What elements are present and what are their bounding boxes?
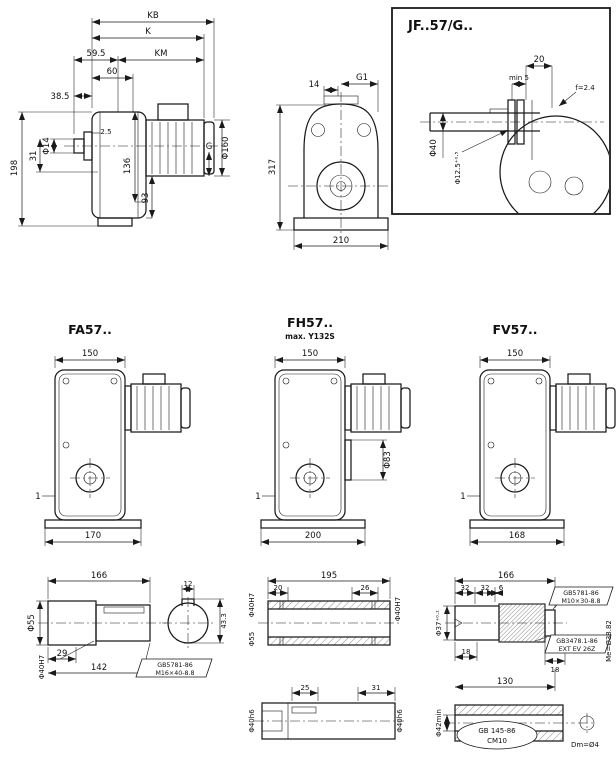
fh-shaft-dim-31: 31 bbox=[372, 684, 381, 692]
dim-phi160: Φ160 bbox=[221, 137, 231, 160]
fh-dim-150: 150 bbox=[302, 349, 318, 359]
fv-stamp-line2: CM10 bbox=[487, 737, 507, 745]
fv-shaft-dim-me: Me=Ø38.82 bbox=[605, 620, 613, 662]
fa-shaft-callout-line2: M16×40-8.8 bbox=[155, 670, 194, 677]
dim-g1: G1 bbox=[356, 73, 368, 83]
jf-geometry bbox=[420, 63, 609, 213]
fa-shaft-dim-phi40h7: Φ40H7 bbox=[38, 655, 46, 679]
dim-14: 14 bbox=[309, 80, 320, 90]
front-view-drawing: 14 G1 317 210 bbox=[268, 73, 394, 250]
fa-shaft-dim-166: 166 bbox=[91, 571, 107, 581]
fh-shaft-dim-25: 25 bbox=[301, 684, 310, 692]
fh-shaft-dim-20: 20 bbox=[274, 584, 283, 592]
variant-fv: FV57.. 150 168 1 bbox=[460, 322, 616, 546]
fv-callout-mid-line2: EXT EV 26Z bbox=[559, 646, 596, 653]
fh-shaft-dim-phi40h6-left: Φ40h6 bbox=[248, 709, 256, 733]
fa-shaft-dim-12: 12 bbox=[184, 580, 193, 588]
dim-k: K bbox=[145, 27, 151, 37]
shaft-detail-fa: 166 12 Φ55 Φ40H7 29 142 43.3 GB5781-86 M… bbox=[27, 571, 228, 679]
shaft-detail-fh: 195 20 26 Φ40H7 Φ55 Φ40H7 25 31 Φ40h6 Φ4… bbox=[248, 571, 404, 740]
dim-136: 136 bbox=[123, 158, 133, 174]
fv-callout-mid-line1: GB3478.1-86 bbox=[556, 638, 598, 645]
variant-fh: FH57.. max. Y132S 150 200 1 Φ83 bbox=[255, 315, 411, 546]
fh-geometry bbox=[260, 356, 411, 546]
dim-59-5: 59.5 bbox=[87, 49, 106, 59]
fa-title: FA57.. bbox=[68, 322, 112, 337]
dim-38-5: 38.5 bbox=[51, 92, 70, 102]
fv-geometry bbox=[467, 356, 616, 546]
jf-inset: JF..57/G.. 20 min 5 f=2.4 Φ40 Φ12.5⁺⁰·⁵ bbox=[391, 7, 611, 215]
fv-shaft-dim-phi37: Φ37⁺⁰·¹ bbox=[435, 610, 443, 636]
fv-shaft-dim-18a: 18 bbox=[462, 648, 471, 656]
fh-shaft-dim-phi40h7-left: Φ40H7 bbox=[248, 593, 256, 617]
side-view-geometry bbox=[18, 18, 230, 227]
dim-f24: f=2.4 bbox=[575, 84, 595, 92]
dim-20: 20 bbox=[534, 55, 545, 65]
fh-subtitle: max. Y132S bbox=[285, 332, 335, 341]
side-view-drawing: KB K 59.5 KM 60 38.5 2.5 Φ14 31 198 136 … bbox=[10, 11, 231, 227]
fv-callout-top-line2: M10×30-8.8 bbox=[561, 598, 600, 605]
fh-dim-phi83: Φ83 bbox=[383, 451, 393, 469]
fv-callout-top-line1: GB5781-86 bbox=[563, 590, 599, 597]
shaft-fv-geometry bbox=[443, 577, 614, 750]
dim-phi14: Φ14 bbox=[42, 137, 52, 155]
fh-dim-1: 1 bbox=[255, 492, 260, 502]
fa-dim-170: 170 bbox=[85, 531, 101, 541]
dim-198: 198 bbox=[10, 160, 20, 176]
fh-shaft-dim-195: 195 bbox=[321, 571, 337, 581]
shaft-fa-geometry bbox=[36, 577, 224, 678]
dim-km: KM bbox=[155, 49, 168, 59]
fv-stamp-line1: GB 145-86 bbox=[478, 727, 516, 735]
fv-dim-150: 150 bbox=[507, 349, 523, 359]
fv-shaft-dim-18b: 18 bbox=[551, 666, 560, 674]
fa-shaft-dim-29: 29 bbox=[57, 649, 68, 659]
fv-shaft-dim-6: 6 bbox=[499, 584, 504, 592]
jf-inset-border bbox=[391, 7, 611, 215]
fh-shaft-dim-26: 26 bbox=[361, 584, 370, 592]
fa-shaft-dim-phi55: Φ55 bbox=[27, 614, 37, 632]
dim-2-5: 2.5 bbox=[100, 128, 111, 136]
fa-geometry bbox=[42, 356, 191, 546]
dim-93: 93 bbox=[141, 193, 151, 204]
front-view-geometry bbox=[276, 80, 394, 250]
fv-title: FV57.. bbox=[492, 322, 537, 337]
fv-shaft-dim-phi42min: Φ42min bbox=[435, 709, 443, 737]
fv-shaft-dim-130: 130 bbox=[497, 677, 513, 687]
fa-dim-1: 1 bbox=[35, 492, 40, 502]
dim-31: 31 bbox=[29, 151, 39, 162]
dim-317: 317 bbox=[268, 159, 278, 175]
dim-min5: min 5 bbox=[509, 74, 529, 82]
fv-shaft-dim-166: 166 bbox=[498, 571, 514, 581]
fa-shaft-dim-142: 142 bbox=[91, 663, 107, 673]
dim-kb: KB bbox=[147, 11, 159, 21]
dim-g: G bbox=[206, 142, 213, 152]
fv-shaft-dim-32b: 32 bbox=[481, 584, 490, 592]
fh-shaft-dim-phi55: Φ55 bbox=[248, 632, 256, 646]
dim-phi12-5: Φ12.5⁺⁰·⁵ bbox=[454, 151, 462, 184]
jf-inset-title: JF..57/G.. bbox=[407, 19, 473, 34]
dim-60: 60 bbox=[107, 67, 118, 77]
shaft-fh-geometry bbox=[254, 577, 404, 740]
fa-shaft-dim-43-3: 43.3 bbox=[220, 613, 228, 629]
fa-shaft-callout-line1: GB5781-86 bbox=[157, 662, 193, 669]
fh-title: FH57.. bbox=[287, 315, 333, 330]
fv-dim-1: 1 bbox=[460, 492, 465, 502]
fh-shaft-dim-phi40h7-right: Φ40H7 bbox=[394, 597, 402, 621]
dim-210: 210 bbox=[333, 236, 349, 246]
fh-shaft-dim-phi40h6-right: Φ40h6 bbox=[396, 709, 404, 733]
variant-fa: FA57.. 150 170 1 bbox=[35, 322, 191, 546]
dim-phi40: Φ40 bbox=[429, 139, 439, 157]
shaft-detail-fv: 166 32 32 6 Φ37⁺⁰·¹ 18 18 130 Φ42min Me=… bbox=[435, 571, 614, 750]
fa-dim-150: 150 bbox=[82, 349, 98, 359]
fv-dim-168: 168 bbox=[509, 531, 525, 541]
fv-shaft-dim-dm: Dm=Ø4 bbox=[571, 741, 600, 749]
fh-dim-200: 200 bbox=[305, 531, 321, 541]
fv-shaft-dim-32a: 32 bbox=[461, 584, 470, 592]
